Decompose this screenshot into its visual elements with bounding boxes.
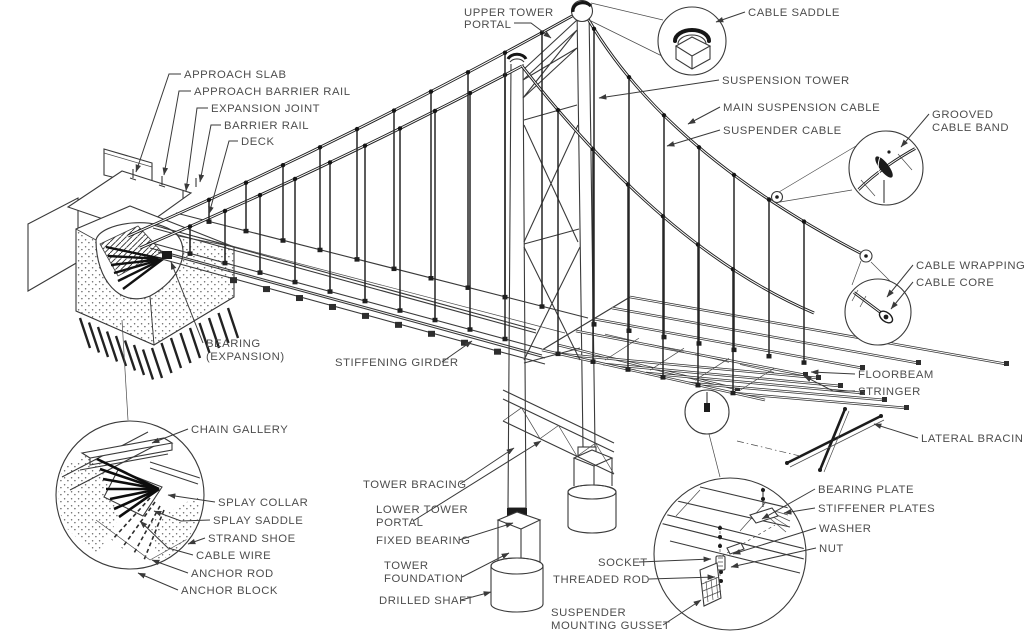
leader-stiffener-plates [783,507,816,515]
tower-bracing-x [522,19,581,364]
label-floorbeam: FLOORBEAM [858,369,934,381]
leader-stringer [803,375,855,392]
labels: UPPER TOWER PORTAL CABLE SADDLE SUSPENSI… [181,7,1024,632]
label-stiffening-girder: STIFFENING GIRDER [335,357,459,369]
grooved-cable-band-detail [770,130,924,206]
front-tower-leg [490,52,544,613]
cable-saddle-detail [570,0,727,76]
label-lower-tower-portal: LOWER TOWER [376,504,468,516]
label-lateral-bracing: LATERAL BRACING [921,433,1024,445]
label-cable-core: CABLE CORE [916,277,994,289]
approach-structures [27,148,197,292]
leader-nut [730,547,817,569]
label-tower-foundation: TOWER [384,560,429,572]
label-bearing-expansion-2: (EXPANSION) [206,351,285,363]
leader-socket [638,556,712,563]
floor-grid [541,295,1009,410]
label-main-suspension-cable: MAIN SUSPENSION CABLE [723,102,880,114]
lower-tower-portal-lattice [502,389,615,475]
label-splay-collar: SPLAY COLLAR [218,497,308,509]
leader-tower-foundation [461,552,510,578]
anchor-block [75,205,235,346]
label-barrier-rail: BARRIER RAIL [224,120,309,132]
label-anchor-block: ANCHOR BLOCK [181,585,278,597]
leader-fixed-bearing [458,522,514,541]
lateral-bracing-x [736,407,885,473]
label-deck: DECK [241,136,275,148]
label-strand-shoe: STRAND SHOE [208,533,296,545]
main-suspension-cables [127,8,867,315]
label-approach-barrier-rail: APPROACH BARRIER RAIL [194,86,351,98]
label-upper-tower-portal: UPPER TOWER [464,7,554,19]
label-cable-saddle: CABLE SADDLE [748,7,840,19]
label-grooved-cable-band: GROOVED [932,109,994,121]
label-upper-tower-portal-2: PORTAL [464,19,511,31]
cable-wrapping-detail [844,249,912,346]
leader-suspension-tower [598,79,720,100]
leader-bearing-plate [761,488,816,520]
label-socket: SOCKET [598,557,648,569]
label-stringer: STRINGER [858,386,921,398]
leader-main-suspension-cable [687,106,721,125]
label-nut: NUT [819,543,844,555]
leader-suspender-mounting-gusset [662,599,702,626]
leader-cable-saddle [715,11,746,23]
leader-washer [732,527,817,555]
label-chain-gallery: CHAIN GALLERY [191,424,288,436]
leader-tower-bracing [459,447,515,485]
label-bearing-expansion: BEARING [206,338,261,350]
label-suspension-tower: SUSPENSION TOWER [722,75,850,87]
leader-lines [135,11,930,626]
leader-cable-wire [139,520,194,556]
label-lower-tower-portal-2: PORTAL [376,517,423,529]
leader-upper-tower-portal [514,22,552,39]
leader-anchor-rod [151,559,189,574]
label-bearing-plate: BEARING PLATE [818,484,914,496]
leader-strand-shoe [187,537,206,545]
leader-expansion-joint [184,107,208,192]
label-stiffener-plates: STIFFENER PLATES [818,503,935,515]
label-fixed-bearing: FIXED BEARING [376,535,470,547]
label-grooved-cable-band-2: CABLE BAND [932,122,1009,134]
label-threaded-rod: THREADED ROD [553,574,650,586]
label-washer: WASHER [819,523,871,535]
leader-stiffening-girder [441,340,473,363]
label-tower-foundation-2: FOUNDATION [384,573,463,585]
label-drilled-shaft: DRILLED SHAFT [379,595,474,607]
leader-approach-slab [135,73,181,173]
label-expansion-joint: EXPANSION JOINT [211,103,320,115]
leader-splay-collar [167,493,216,503]
leader-cable-core [890,281,914,310]
suspender-gusset-detail [653,389,807,631]
suspender-cables [187,26,807,396]
cable-strand-fan [105,245,164,290]
leader-grooved-cable-band [900,113,930,148]
anchor-piles [78,307,240,380]
leader-cable-wrapping [886,264,914,298]
leader-lower-tower-portal [412,440,542,522]
leader-barrier-rail [198,124,221,183]
leader-floorbeam [810,369,856,376]
leader-splay-saddle [153,510,211,522]
leader-threaded-rod [648,574,716,581]
leader-chain-gallery [151,428,189,444]
leader-anchor-block [137,572,179,591]
leader-drilled-shaft [460,591,492,601]
label-suspender-cable: SUSPENDER CABLE [723,125,842,137]
leader-bearing-expansion [170,261,204,344]
label-suspender-mounting-gusset-2: MOUNTING GUSSET [551,620,670,632]
label-cable-wire: CABLE WIRE [196,550,271,562]
rear-tower-leg [567,8,617,534]
label-cable-wrapping: CABLE WRAPPING [916,260,1024,272]
label-splay-saddle: SPLAY SADDLE [213,515,303,527]
label-tower-bracing: TOWER BRACING [363,479,467,491]
leader-suspender-cable [666,129,721,147]
label-anchor-rod: ANCHOR ROD [191,568,274,580]
label-suspender-mounting-gusset: SUSPENDER [551,607,626,619]
label-approach-slab: APPROACH SLAB [184,69,287,81]
leader-deck [208,140,238,215]
leader-approach-barrier-rail [162,90,191,176]
leader-lateral-bracing [873,423,919,439]
